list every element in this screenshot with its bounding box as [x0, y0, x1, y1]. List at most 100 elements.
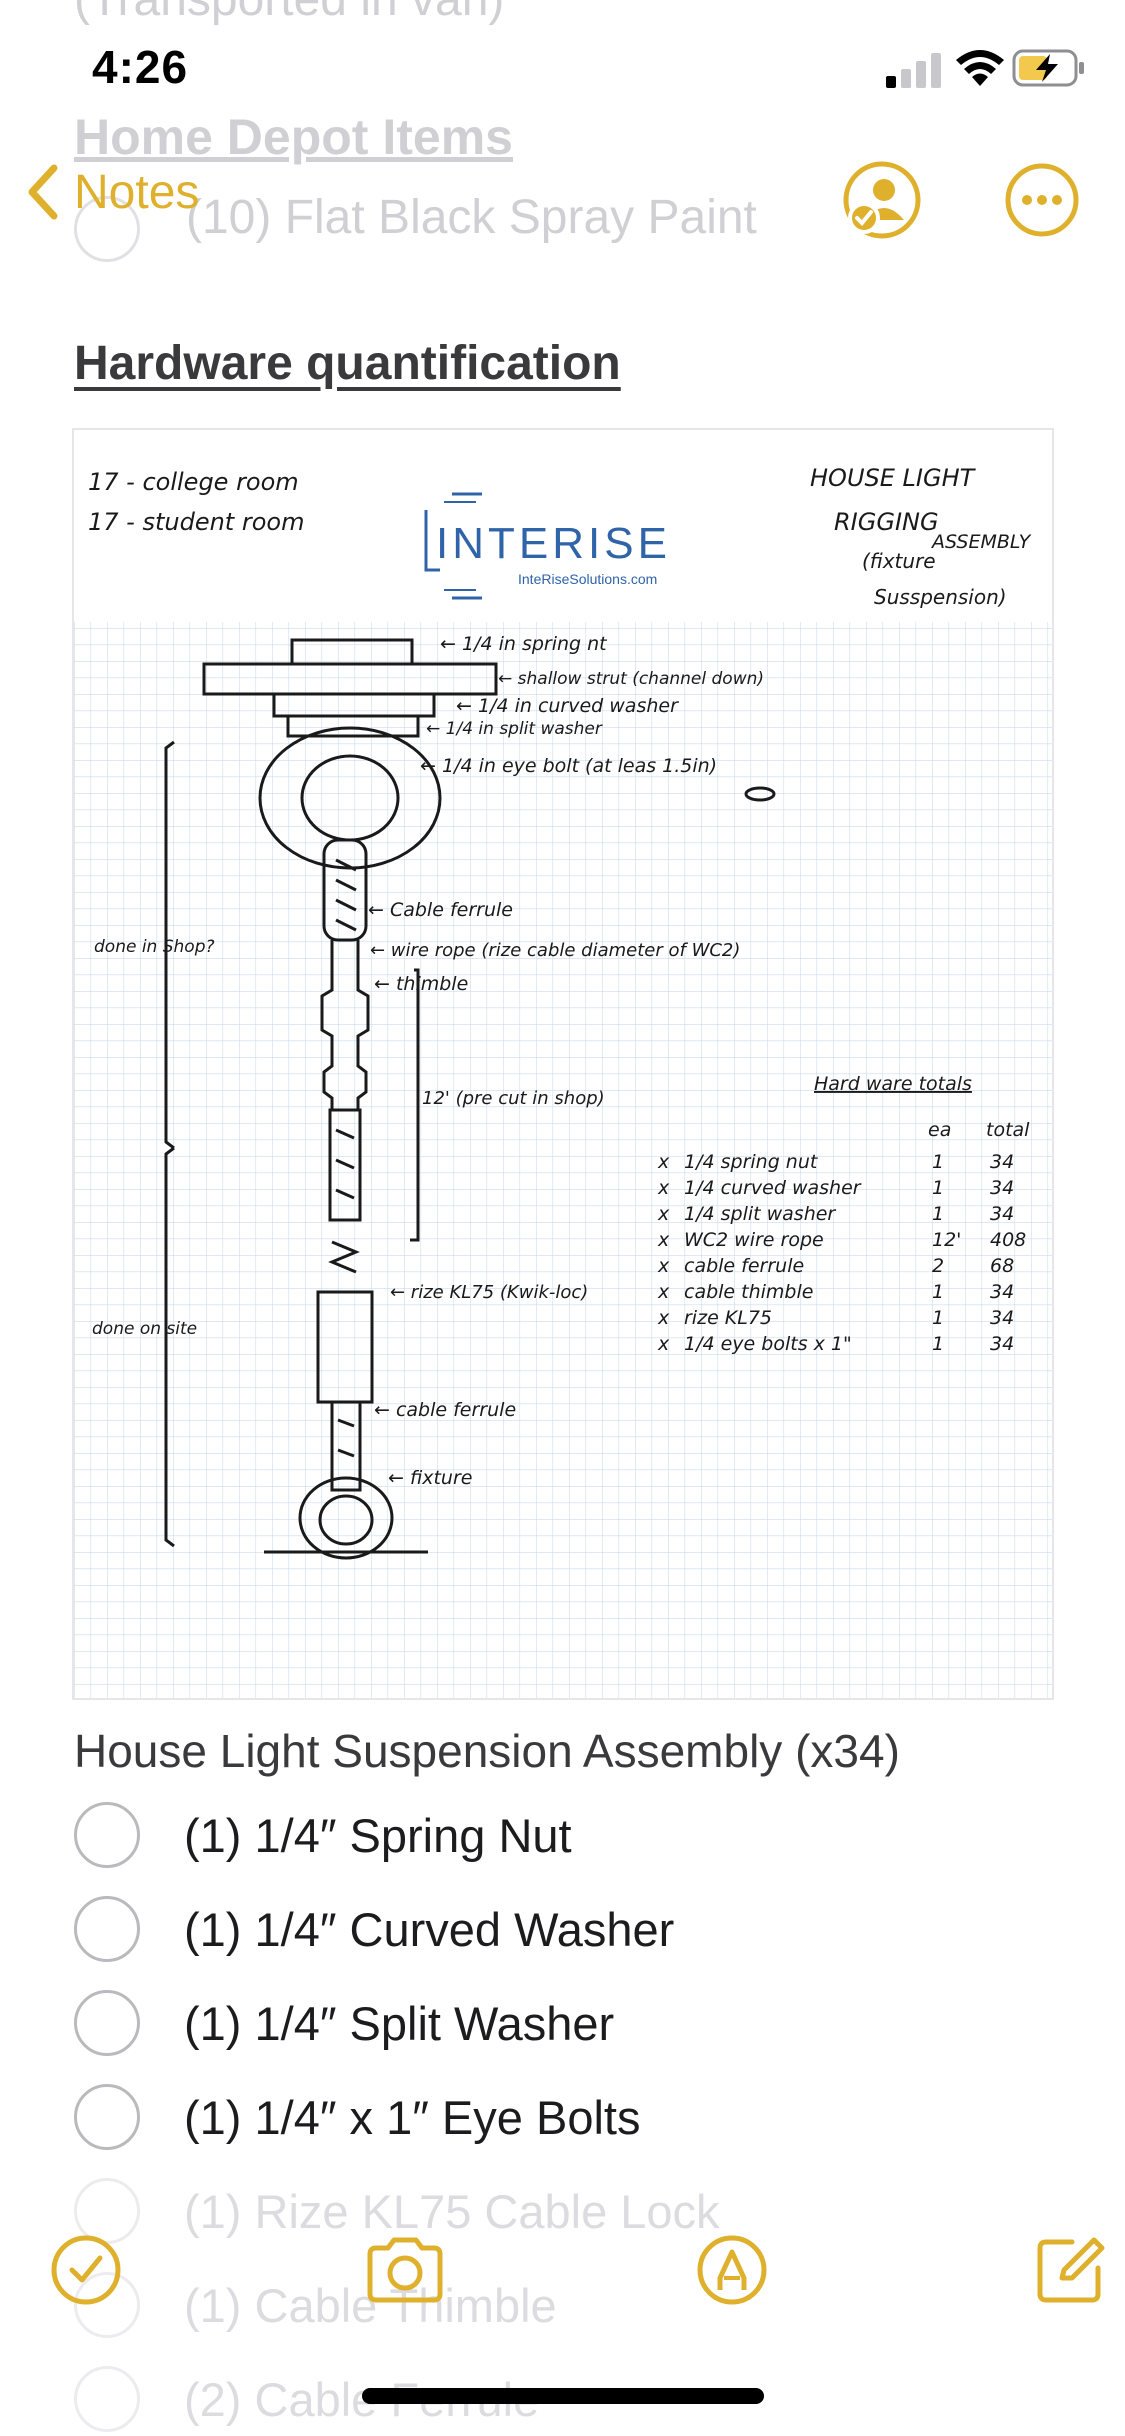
- rigging-drawing: [164, 638, 776, 1560]
- callout-wire-rope: ← wire rope (rize cable diameter of WC2): [370, 940, 740, 961]
- callout-eye-bolt: ← 1/4 in eye bolt (at leas 1.5in): [420, 755, 717, 777]
- background-scrolled-text: (Transported in van): [74, 0, 504, 27]
- totals-row-total: 34: [990, 1281, 1014, 1303]
- totals-row-total: 34: [990, 1307, 1014, 1329]
- totals-row-total: 34: [990, 1333, 1014, 1355]
- sketch-image[interactable]: 17 - college room 17 - student room INTE…: [72, 428, 1054, 1700]
- checklist-item-label: (1) 1/4″ Curved Washer: [184, 1902, 675, 1956]
- totals-row-total: 408: [990, 1229, 1026, 1251]
- compose-icon[interactable]: [1032, 2232, 1108, 2308]
- side-note-shop: done in Shop?: [94, 937, 215, 957]
- home-indicator[interactable]: [362, 2388, 764, 2404]
- checklist-item[interactable]: (1) Cable Thimble: [74, 2272, 557, 2338]
- background-scrolled-item: (10) Flat Black Spray Paint: [186, 191, 757, 244]
- totals-row-item: rize KL75: [684, 1307, 772, 1329]
- sketch-title-line-1: HOUSE LIGHT: [810, 464, 977, 492]
- note-title: Hardware quantification: [74, 337, 621, 390]
- totals-row-item: cable thimble: [684, 1281, 813, 1303]
- callout-cable-ferrule-2: ← cable ferrule: [374, 1399, 516, 1421]
- totals-row-total: 34: [990, 1151, 1014, 1173]
- checkbox-circle[interactable]: [74, 1896, 140, 1962]
- callout-fixture: ← fixture: [388, 1467, 472, 1489]
- totals-row-total: 34: [990, 1177, 1014, 1199]
- callout-rize-kl75: ← rize KL75 (Kwik-loc): [390, 1282, 588, 1303]
- sketch-note-student: 17 - student room: [88, 508, 304, 536]
- chevron-left-icon: [28, 164, 58, 220]
- cellular-signal-icon: [886, 53, 941, 88]
- more-options-icon[interactable]: [1002, 160, 1082, 240]
- totals-row-item: 1/4 curved washer: [684, 1177, 862, 1199]
- totals-row-item: 1/4 split washer: [684, 1203, 836, 1225]
- callout-split-washer: ← 1/4 in split washer: [426, 719, 603, 739]
- checklist-item-label: (1) 1/4″ Spring Nut: [184, 1808, 572, 1862]
- checklist-icon[interactable]: [48, 2232, 124, 2308]
- checklist-item[interactable]: (1) 1/4″ Spring Nut: [74, 1802, 572, 1868]
- callout-thimble: ← thimble: [374, 973, 468, 995]
- totals-header-ea: ea: [928, 1119, 951, 1141]
- totals-row-each: 1: [932, 1177, 944, 1199]
- sketch-title-line-3: ASSEMBLY: [930, 531, 1032, 553]
- checkbox-circle[interactable]: [74, 2084, 140, 2150]
- totals-row-item: cable ferrule: [684, 1255, 804, 1277]
- callout-spring-nut: ← 1/4 in spring nt: [440, 633, 608, 655]
- callout-strut: ← shallow strut (channel down): [498, 669, 764, 689]
- callout-cable-ferrule: ← Cable ferrule: [368, 899, 513, 921]
- logo-url: InteRiseSolutions.com: [518, 571, 657, 587]
- back-button-label: Notes: [74, 165, 200, 219]
- totals-row-each: 1: [932, 1333, 944, 1355]
- totals-row-each: 1: [932, 1151, 944, 1173]
- wifi-icon: [956, 50, 1004, 86]
- checklist-item[interactable]: (1) 1/4″ x 1″ Eye Bolts: [74, 2084, 640, 2150]
- checklist-item[interactable]: (1) 1/4″ Split Washer: [74, 1990, 614, 2056]
- totals-title: Hard ware totals: [814, 1073, 972, 1095]
- totals-row-mark: x: [657, 1307, 670, 1329]
- totals-row-item: 1/4 eye bolts x 1": [684, 1333, 852, 1355]
- sketch-title-line-4: (fixture: [862, 549, 936, 573]
- hand-drawn-rigging-diagram: 17 - college room 17 - student room INTE…: [74, 464, 1052, 1698]
- hardware-totals: Hard ware totals ea total: [814, 1073, 1030, 1141]
- section-heading: House Light Suspension Assembly (x34): [74, 1725, 900, 1777]
- checkbox-circle[interactable]: [74, 2366, 140, 2432]
- totals-row-mark: x: [657, 1203, 670, 1225]
- side-note-precut: 12' (pre cut in shop): [422, 1088, 605, 1109]
- checkbox-circle[interactable]: [74, 1802, 140, 1868]
- checklist-item-label: (1) 1/4″ x 1″ Eye Bolts: [184, 2090, 641, 2144]
- checklist-item-label: (1) 1/4″ Split Washer: [184, 1996, 615, 2050]
- totals-row-each: 1: [932, 1307, 944, 1329]
- status-time: 4:26: [92, 41, 189, 93]
- totals-row-total: 34: [990, 1203, 1014, 1225]
- totals-row-each: 1: [932, 1281, 944, 1303]
- checklist-item[interactable]: (1) 1/4″ Curved Washer: [74, 1896, 674, 1962]
- checkbox-circle[interactable]: [74, 2178, 140, 2244]
- checkbox-circle[interactable]: [74, 1990, 140, 2056]
- totals-row-mark: x: [657, 1281, 670, 1303]
- totals-row-each: 12': [932, 1229, 961, 1251]
- totals-row-mark: x: [657, 1229, 670, 1251]
- logo-name: INTERISE: [436, 519, 671, 568]
- callout-curved-washer: ← 1/4 in curved washer: [456, 695, 679, 717]
- collaborate-person-icon[interactable]: [842, 160, 922, 240]
- checkbox-circle[interactable]: [74, 2272, 140, 2338]
- checklist-item-label: (1) Rize KL75 Cable Lock: [184, 2184, 720, 2238]
- interise-logo: INTERISE InteRiseSolutions.com: [424, 492, 671, 600]
- totals-row-each: 1: [932, 1203, 944, 1225]
- checklist-item[interactable]: (1) Rize KL75 Cable Lock: [74, 2178, 720, 2244]
- camera-icon[interactable]: [364, 2232, 446, 2308]
- sketch-title-line-2: RIGGING: [834, 508, 939, 536]
- totals-row-total: 68: [990, 1255, 1014, 1277]
- sketch-note-college: 17 - college room: [88, 468, 299, 496]
- markup-pen-icon[interactable]: [694, 2232, 770, 2308]
- totals-row-mark: x: [657, 1255, 670, 1277]
- totals-row-item: WC2 wire rope: [684, 1229, 824, 1251]
- totals-header-total: total: [986, 1119, 1030, 1141]
- totals-row-mark: x: [657, 1151, 670, 1173]
- side-note-site: done on site: [92, 1319, 197, 1339]
- back-button[interactable]: Notes: [24, 162, 199, 222]
- sketch-title-line-5: Susspension): [874, 585, 1007, 609]
- totals-row-mark: x: [657, 1333, 670, 1355]
- totals-row-each: 2: [932, 1255, 944, 1277]
- background-scrolled-heading: Home Depot Items: [74, 109, 513, 165]
- background-checkbox: [74, 196, 140, 262]
- totals-row-item: 1/4 spring nut: [684, 1151, 819, 1173]
- battery-charging-icon: [1012, 49, 1084, 87]
